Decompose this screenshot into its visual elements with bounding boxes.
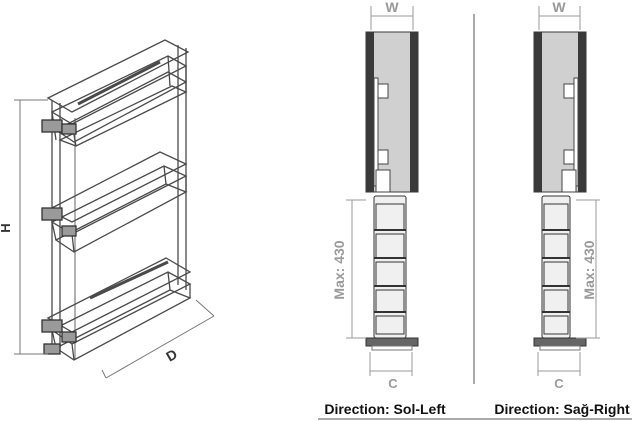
cabinet-right xyxy=(533,31,587,193)
pull-out-front-right xyxy=(533,195,587,351)
height-label: H xyxy=(0,223,13,232)
cabinet-left xyxy=(365,31,419,193)
caption-right: Direction: Sağ-Right xyxy=(494,401,630,417)
basket-middle xyxy=(46,151,188,253)
mounting-bracket-bottom xyxy=(41,319,77,355)
max-dimension-left xyxy=(346,199,366,339)
basket-bottom xyxy=(46,257,192,361)
caption-left: Direction: Sol-Left xyxy=(324,401,446,417)
depth-label: D xyxy=(163,346,180,365)
width-label-left: W xyxy=(385,0,399,15)
clearance-label-left: C xyxy=(388,376,398,391)
height-dimension xyxy=(14,99,48,355)
right-direction-view: W Max: 43 xyxy=(533,0,600,391)
basket-top xyxy=(46,39,190,147)
left-direction-view: W xyxy=(331,0,419,391)
width-dimension-right xyxy=(538,6,581,30)
width-dimension-left xyxy=(370,6,414,30)
mounting-bracket-top xyxy=(41,119,77,135)
max-height-label-left: Max: 430 xyxy=(331,240,347,299)
clearance-label-right: C xyxy=(554,376,564,391)
max-dimension-right xyxy=(576,199,600,339)
depth-dimension xyxy=(101,299,215,379)
clearance-dimension-right xyxy=(537,352,581,376)
pull-out-front-left xyxy=(365,195,419,351)
clearance-dimension-left xyxy=(369,352,413,376)
width-label-right: W xyxy=(552,0,566,15)
max-height-label-right: Max: 430 xyxy=(581,240,597,299)
mounting-bracket-middle xyxy=(41,207,77,237)
isometric-basket-view xyxy=(41,39,192,361)
